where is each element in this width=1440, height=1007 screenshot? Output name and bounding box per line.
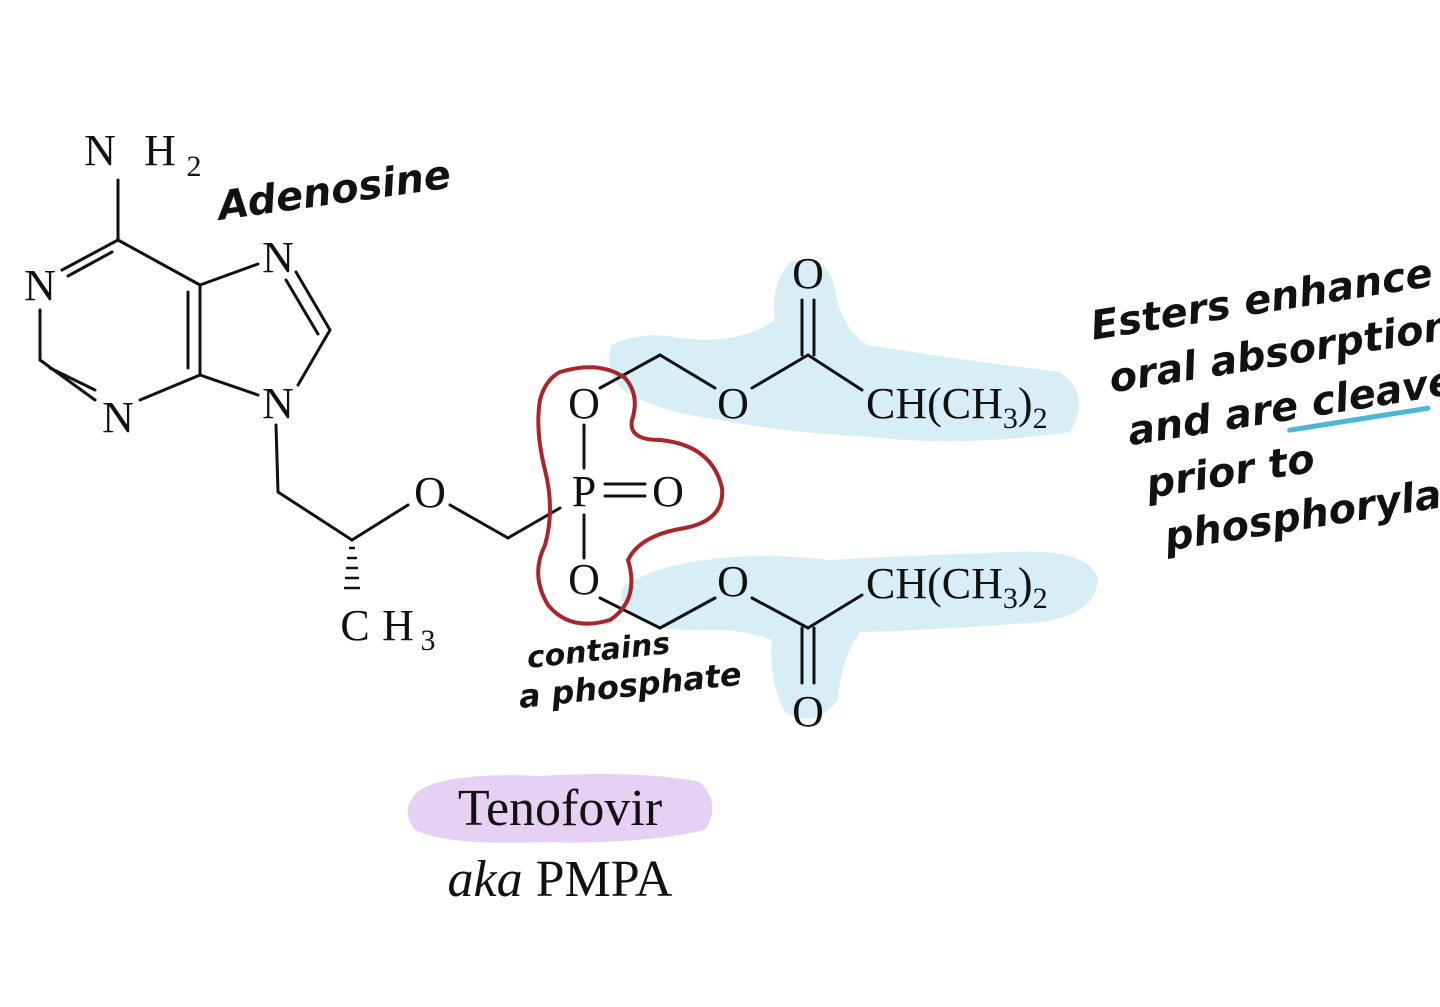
bonds bbox=[38, 178, 864, 685]
atom-carbonyl-o-top: O bbox=[792, 249, 824, 298]
atom-ring-n1: N bbox=[24, 261, 56, 310]
atom-ester-o-top: O bbox=[717, 379, 749, 428]
atom-ch3-c: C bbox=[340, 601, 369, 650]
annotation-esters: Esters enhance oral absorption and are c… bbox=[1087, 250, 1440, 561]
ester-highlight-bottom bbox=[620, 551, 1098, 719]
atom-carbonyl-o-bottom: O bbox=[792, 687, 824, 736]
atom-ring-n3: N bbox=[102, 393, 134, 442]
atom-phosphorus: P bbox=[572, 467, 596, 516]
atom-ring-n9: N bbox=[262, 379, 294, 428]
compound-name: Tenofovir bbox=[458, 780, 662, 837]
ester-highlight-top bbox=[608, 259, 1079, 442]
atom-labels: N H 2 N N N N O C H 3 P O O O O O O O CH… bbox=[24, 126, 1047, 736]
atom-ester-o-bottom: O bbox=[717, 557, 749, 606]
atom-ring-n7: N bbox=[262, 233, 294, 282]
compound-alias: aka PMPA bbox=[448, 851, 673, 908]
annotation-adenosine: Adenosine bbox=[212, 152, 454, 231]
atom-nh2-n: N bbox=[84, 126, 116, 175]
atom-o-top: O bbox=[568, 379, 600, 428]
atom-nh2-sub: 2 bbox=[187, 150, 202, 183]
isopropyl-bottom: CH(CH3)2 bbox=[866, 559, 1048, 615]
atom-ch3-sub: 3 bbox=[421, 624, 436, 657]
atom-ch3-h: H bbox=[382, 601, 414, 650]
atom-nh2-h: H bbox=[144, 126, 176, 175]
atom-phosphoryl-o: O bbox=[652, 467, 684, 516]
name-highlight bbox=[407, 774, 713, 843]
phosphate-circle bbox=[536, 365, 725, 626]
hashed-wedge bbox=[344, 546, 360, 590]
annotation-underline bbox=[1287, 405, 1431, 433]
atom-ether-o: O bbox=[414, 468, 446, 517]
atom-o-bottom: O bbox=[568, 555, 600, 604]
isopropyl-top: CH(CH3)2 bbox=[866, 379, 1048, 435]
